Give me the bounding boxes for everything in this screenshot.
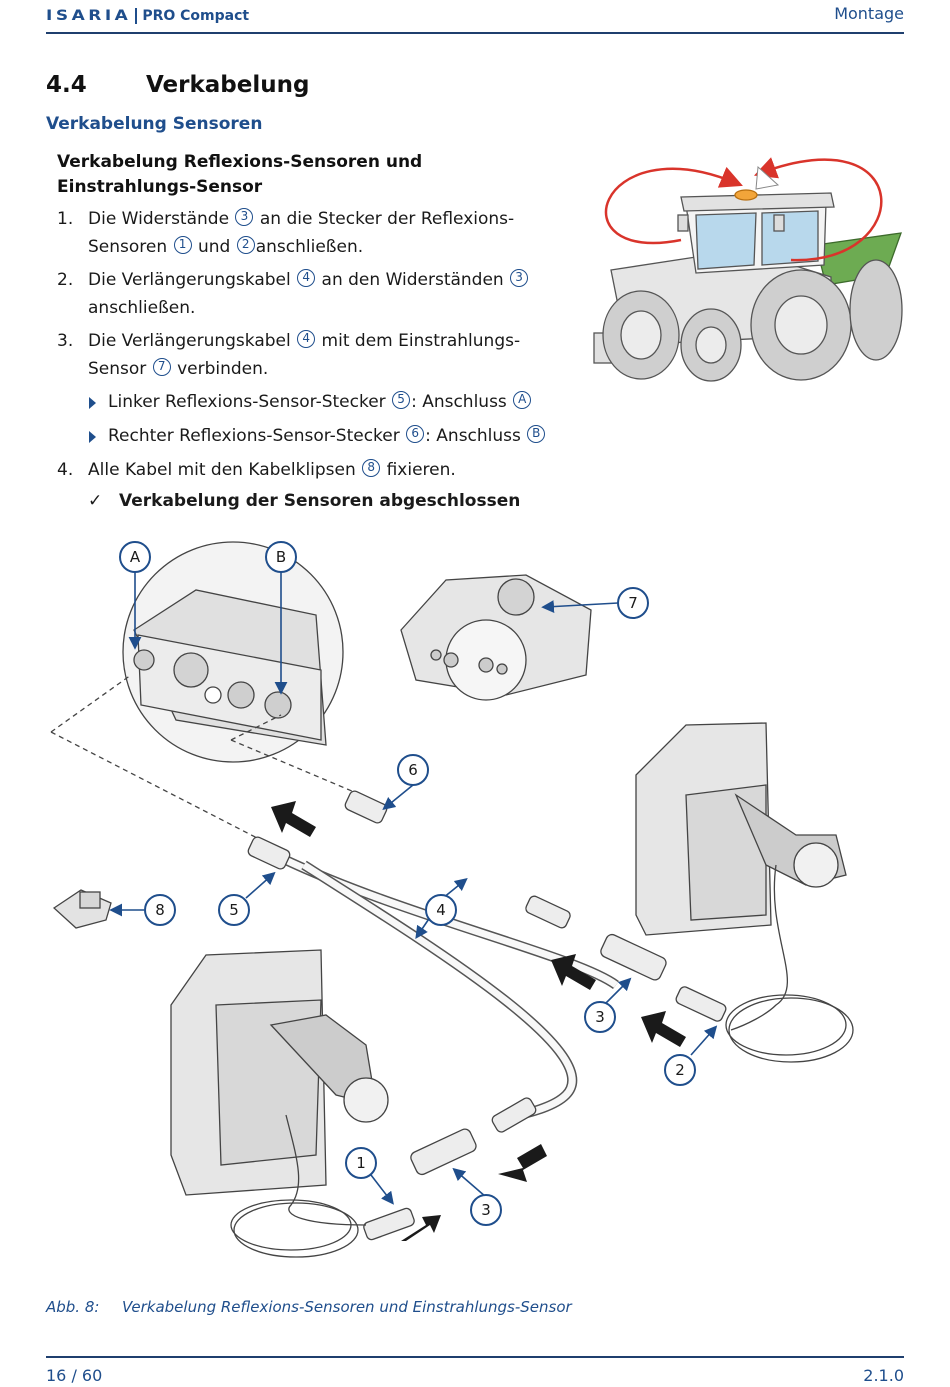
step-text: verbinden. (177, 359, 269, 379)
flow-arrows (271, 801, 686, 1241)
callout-5: 5 (218, 894, 250, 926)
callout-ref: A (513, 391, 532, 409)
substep-2: Rechter Reflexions-Sensor-Stecker 6: Ans… (57, 422, 577, 450)
connector-panel-detail (122, 541, 344, 763)
callout-8: 8 (144, 894, 176, 926)
cable-clip (52, 889, 112, 929)
svg-text:7: 7 (628, 594, 638, 612)
substep-text: Linker Reflexions-Sensor-Stecker (108, 392, 386, 412)
step-text: an die Stecker der Reflexions-Sensoren (88, 209, 515, 257)
left-reflection-sensor (170, 949, 389, 1258)
callout-3-left: 3 (470, 1194, 502, 1226)
step-4: 4. Alle Kabel mit den Kabelklipsen 8 fix… (57, 456, 577, 484)
callout-ref: 4 (297, 269, 316, 287)
step-2: 2. Die Verlängerungskabel 4 an den Wider… (57, 266, 577, 322)
section-number: 4.4 (46, 72, 87, 98)
callout-ref: 8 (362, 459, 381, 477)
svg-text:1: 1 (356, 1154, 366, 1172)
callout-A: A (119, 541, 151, 573)
step-number: 3. (57, 331, 74, 351)
callout-ref: 7 (152, 358, 171, 376)
result-text: Verkabelung der Sensoren abgeschlossen (119, 491, 521, 511)
substep-text: : Anschluss (425, 426, 521, 446)
irradiance-sensor (400, 574, 592, 701)
bullet-triangle-icon (89, 431, 96, 443)
step-text: an den Widerständen (321, 270, 504, 290)
brand-name: ISARIA (46, 7, 132, 25)
substep-1: Linker Reflexions-Sensor-Stecker 5: Ansc… (57, 388, 577, 416)
wiring-diagram: A B 7 6 8 5 4 3 2 1 3 (50, 541, 854, 1258)
step-1: 1. Die Widerstände 3 an die Stecker der … (57, 205, 577, 261)
callout-ref: 1 (173, 236, 192, 254)
check-icon: ✓ (88, 491, 103, 511)
step-number: 1. (57, 209, 74, 229)
substep-text: : Anschluss (411, 392, 507, 412)
svg-text:4: 4 (436, 901, 446, 919)
substep-text: Rechter Reflexions-Sensor-Stecker (108, 426, 400, 446)
page-footer: 16 / 60 2.1.0 (46, 1356, 904, 1385)
page-header: ISARIA PRO Compact Montage (46, 0, 904, 34)
step-text: anschließen. (255, 237, 364, 257)
callout-7: 7 (617, 587, 649, 619)
figure-label: Abb. 8: (46, 1298, 100, 1316)
step-text: mit dem Einstrahlungs-Sensor (88, 331, 521, 379)
section-heading: 4.4 Verkabelung (46, 72, 309, 98)
step-text: und (197, 237, 231, 257)
callout-3-right: 3 (584, 1001, 616, 1033)
right-reflection-sensor (635, 722, 854, 1063)
brand-logo: ISARIA PRO Compact (46, 6, 249, 26)
step-number: 4. (57, 460, 74, 480)
callout-2: 2 (664, 1054, 696, 1086)
subsection-heading: Verkabelung Sensoren (46, 114, 263, 134)
product-name: PRO Compact (142, 8, 250, 24)
chapter-title: Montage (834, 4, 904, 23)
callout-1: 1 (345, 1147, 377, 1179)
bullet-triangle-icon (89, 397, 96, 409)
figure-caption-text: Verkabelung Reflexions-Sensoren und Eins… (122, 1298, 572, 1316)
step-text: Die Verlängerungskabel (88, 270, 291, 290)
svg-text:A: A (130, 548, 141, 566)
section-title: Verkabelung (146, 72, 310, 98)
step-text: anschließen. (88, 298, 196, 318)
svg-text:6: 6 (408, 761, 418, 779)
step-text: Alle Kabel mit den Kabelklipsen (88, 460, 356, 480)
svg-text:8: 8 (155, 901, 165, 919)
procedure-title: Verkabelung Reflexions-Sensoren und Eins… (57, 152, 423, 197)
step-text: fixieren. (386, 460, 456, 480)
callout-ref: B (527, 425, 546, 443)
callout-ref: 4 (297, 330, 316, 348)
step-3: 3. Die Verlängerungskabel 4 mit dem Eins… (57, 327, 577, 383)
document-version: 2.1.0 (863, 1366, 904, 1385)
step-text: Die Verlängerungskabel (88, 331, 291, 351)
svg-text:2: 2 (675, 1061, 685, 1079)
page-number: 16 / 60 (46, 1366, 103, 1385)
step-number: 2. (57, 270, 74, 290)
callout-ref: 3 (510, 269, 529, 287)
logo-divider (135, 8, 138, 24)
tractor-illustration (593, 157, 903, 382)
callout-ref: 5 (392, 391, 411, 409)
callout-ref: 2 (236, 236, 255, 254)
svg-text:B: B (276, 548, 286, 566)
callout-ref: 3 (235, 208, 254, 226)
svg-text:3: 3 (595, 1008, 605, 1026)
svg-text:5: 5 (229, 901, 239, 919)
callout-4: 4 (425, 894, 457, 926)
callout-ref: 6 (406, 425, 425, 443)
callout-B: B (265, 541, 297, 573)
figure-caption: Abb. 8: Verkabelung Reflexions-Sensoren u… (46, 1298, 572, 1316)
svg-text:3: 3 (481, 1201, 491, 1219)
step-result: ✓ Verkabelung der Sensoren abgeschlossen (57, 487, 577, 515)
step-text: Die Widerstände (88, 209, 230, 229)
callout-6: 6 (397, 754, 429, 786)
step-list: 1. Die Widerstände 3 an die Stecker der … (57, 205, 577, 515)
